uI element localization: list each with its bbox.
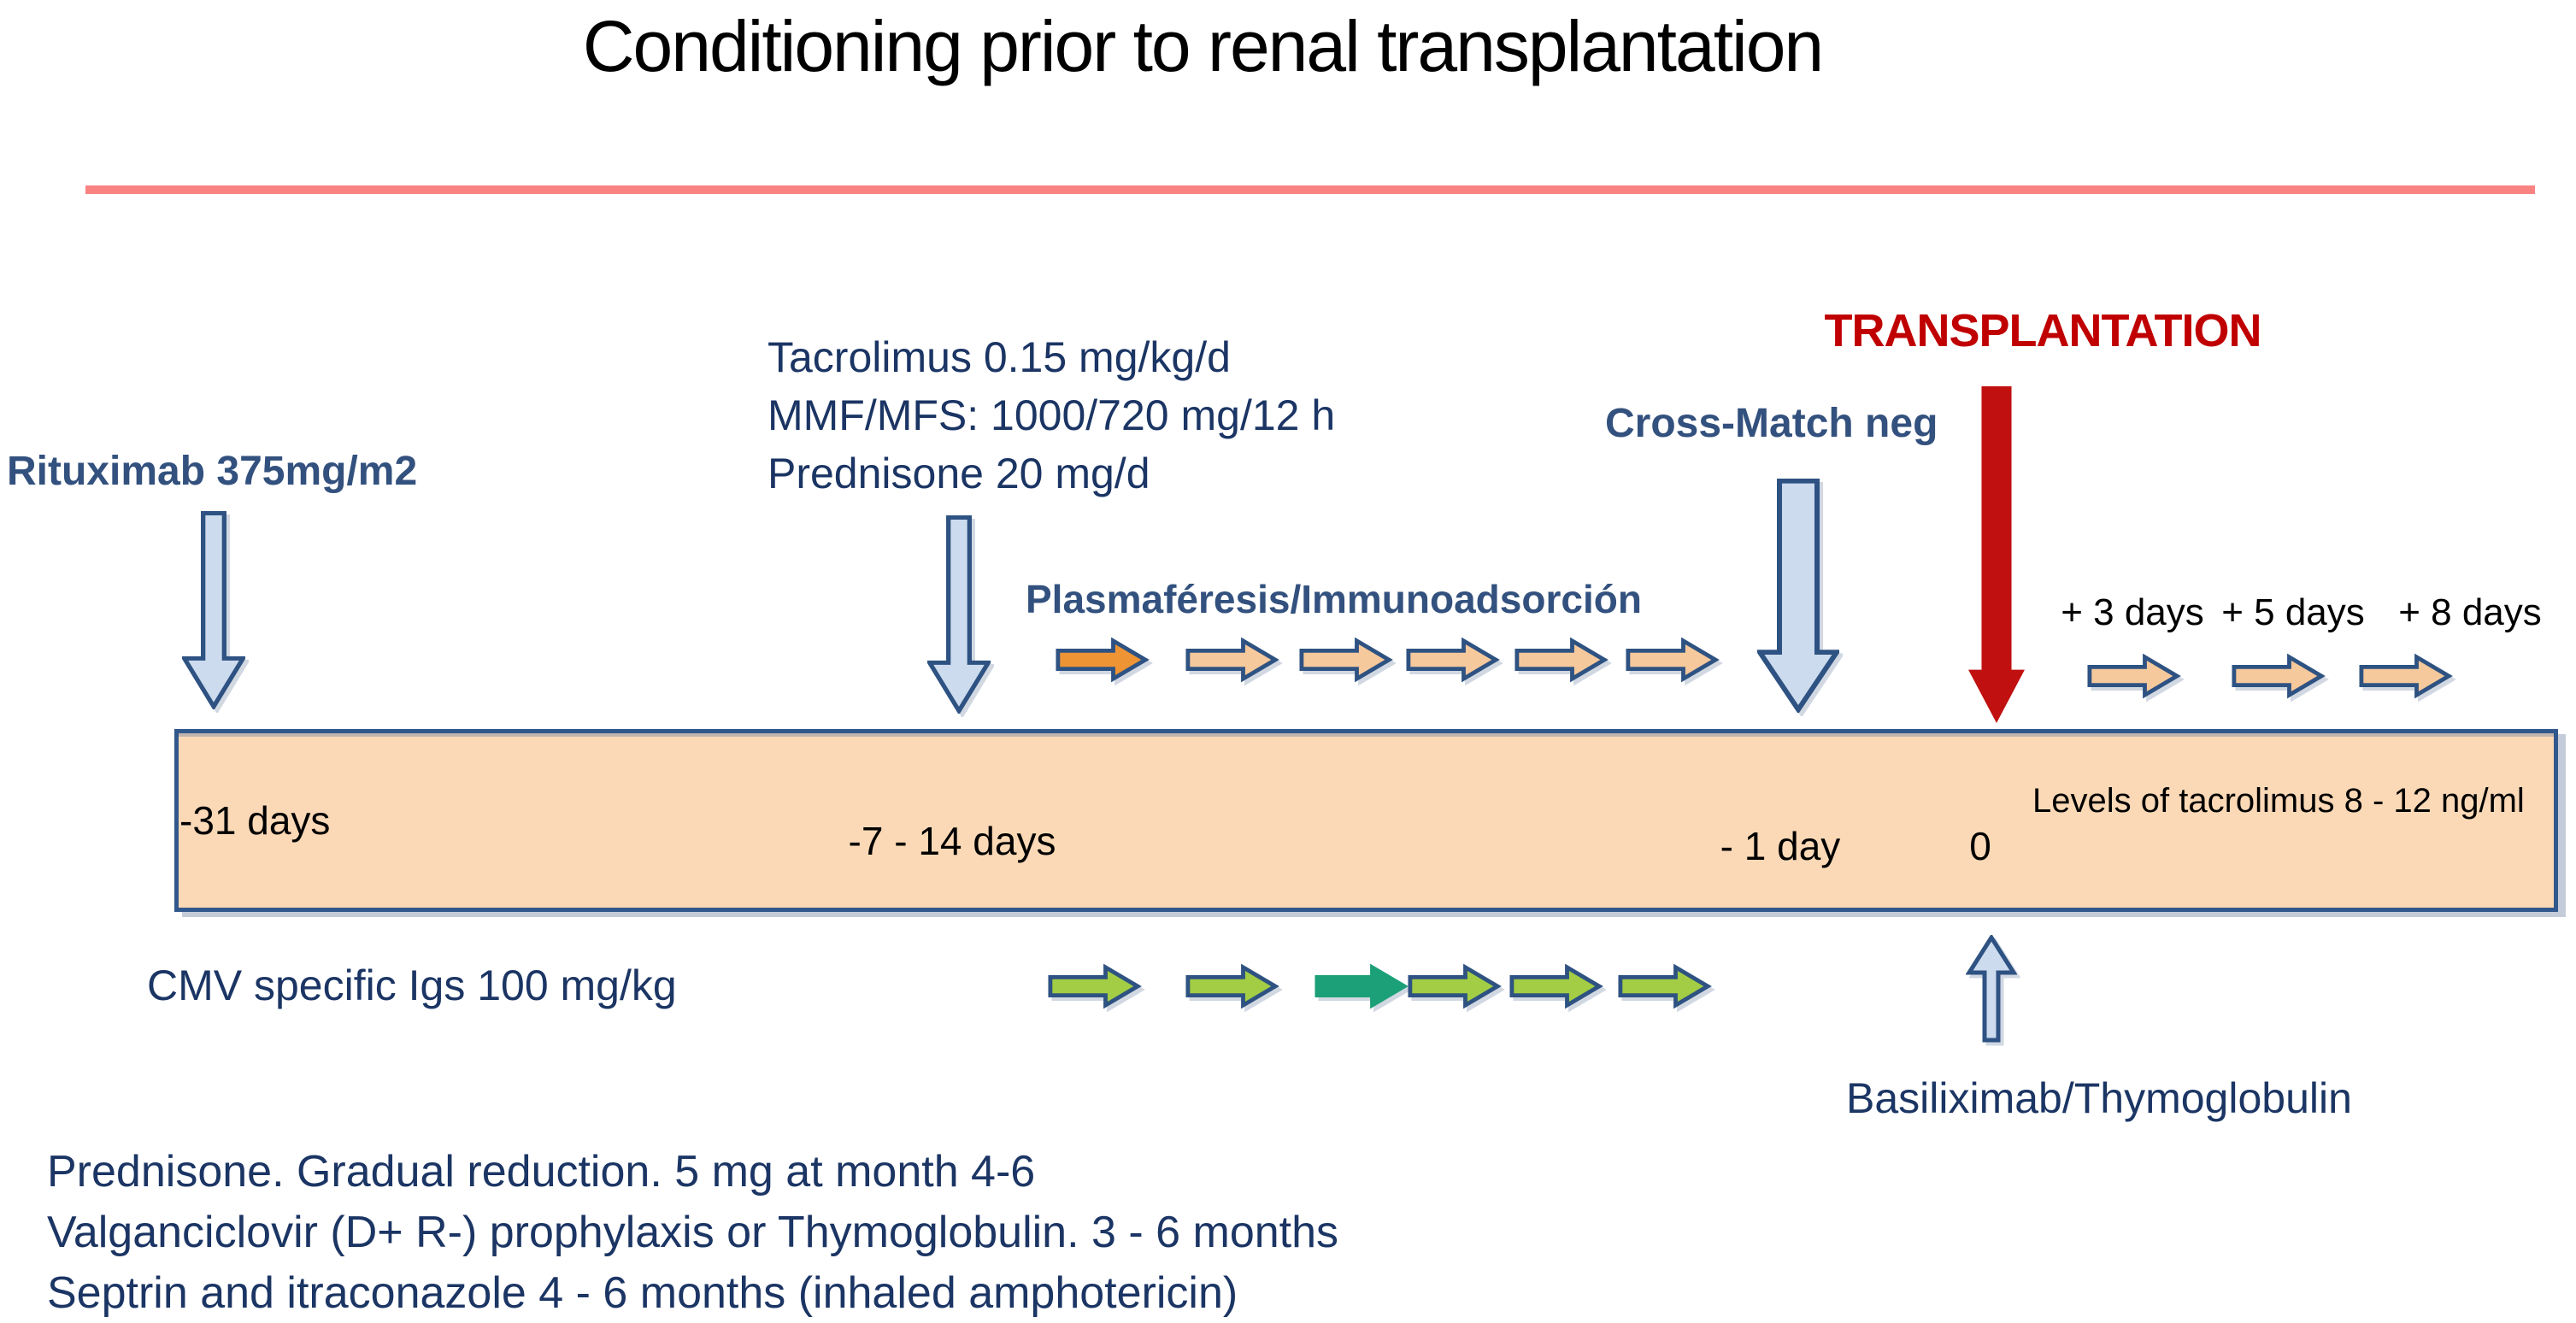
plus5days-label: + 5 days: [2221, 591, 2365, 633]
right-arrow-icon: [1514, 637, 1609, 683]
timeline-minus1-label: - 1 day: [1720, 824, 1841, 868]
timeline-minus7-14-label: -7 - 14 days: [848, 819, 1056, 863]
right-arrow-icon: [1626, 637, 1720, 683]
down-arrow-icon: [182, 511, 245, 709]
prednisone-line: Prednisone 20 mg/d: [768, 450, 1150, 497]
right-arrow-icon: [1408, 963, 1502, 1009]
right-arrow-icon: [1406, 637, 1500, 683]
right-arrow-icon: [1509, 963, 1603, 1009]
timeline-minus31-label: -31 days: [179, 798, 331, 843]
basiliximab-label: Basiliximab/Thymoglobulin: [1846, 1074, 2352, 1122]
title-divider-rule: [85, 185, 2535, 194]
crossmatch-label: Cross-Match neg: [1605, 401, 1938, 446]
cmv-igs-label: CMV specific Igs 100 mg/kg: [147, 961, 677, 1009]
transplantation-red-arrow-icon: [1968, 386, 2025, 724]
plus8days-label: + 8 days: [2398, 591, 2542, 633]
footnote-valganciclovir: Valganciclovir (D+ R-) prophylaxis or Th…: [47, 1208, 1339, 1257]
down-arrow-icon: [927, 515, 991, 714]
right-arrow-icon: [1314, 963, 1409, 1009]
timeline-zero-label: 0: [1969, 824, 1991, 868]
right-arrow-icon: [2087, 653, 2181, 699]
right-arrow-icon: [1185, 963, 1279, 1009]
mmf-line: MMF/MFS: 1000/720 mg/12 h: [768, 391, 1336, 439]
right-arrow-icon: [1299, 637, 1393, 683]
induction-regimen-label: Tacrolimus 0.15 mg/kg/d MMF/MFS: 1000/72…: [768, 328, 1335, 503]
right-arrow-icon: [2232, 653, 2326, 699]
right-arrow-icon: [2359, 653, 2453, 699]
up-arrow-icon: [1966, 935, 2017, 1043]
down-arrow-icon: [1757, 479, 1839, 713]
footnotes-block: Prednisone. Gradual reduction. 5 mg at m…: [47, 1142, 1338, 1323]
transplantation-label: TRANSPLANTATION: [1824, 305, 2262, 356]
tacrolimus-levels-label: Levels of tacrolimus 8 - 12 ng/ml: [2032, 782, 2525, 820]
tacrolimus-line: Tacrolimus 0.15 mg/kg/d: [768, 333, 1231, 381]
timeline-bar: [174, 729, 2558, 912]
plasmapheresis-label: Plasmaféresis/Immunoadsorción: [1026, 577, 1642, 621]
right-arrow-icon: [1056, 637, 1150, 683]
right-arrow-icon: [1618, 963, 1712, 1009]
right-arrow-icon: [1185, 637, 1279, 683]
footnote-prednisone: Prednisone. Gradual reduction. 5 mg at m…: [47, 1147, 1036, 1197]
page-title: Conditioning prior to renal transplantat…: [582, 6, 1824, 86]
right-arrow-icon: [1048, 963, 1142, 1009]
footnote-septrin: Septrin and itraconazole 4 - 6 months (i…: [47, 1268, 1238, 1318]
rituximab-label: Rituximab 375mg/m2: [7, 449, 418, 494]
plus3days-label: + 3 days: [2061, 591, 2204, 633]
